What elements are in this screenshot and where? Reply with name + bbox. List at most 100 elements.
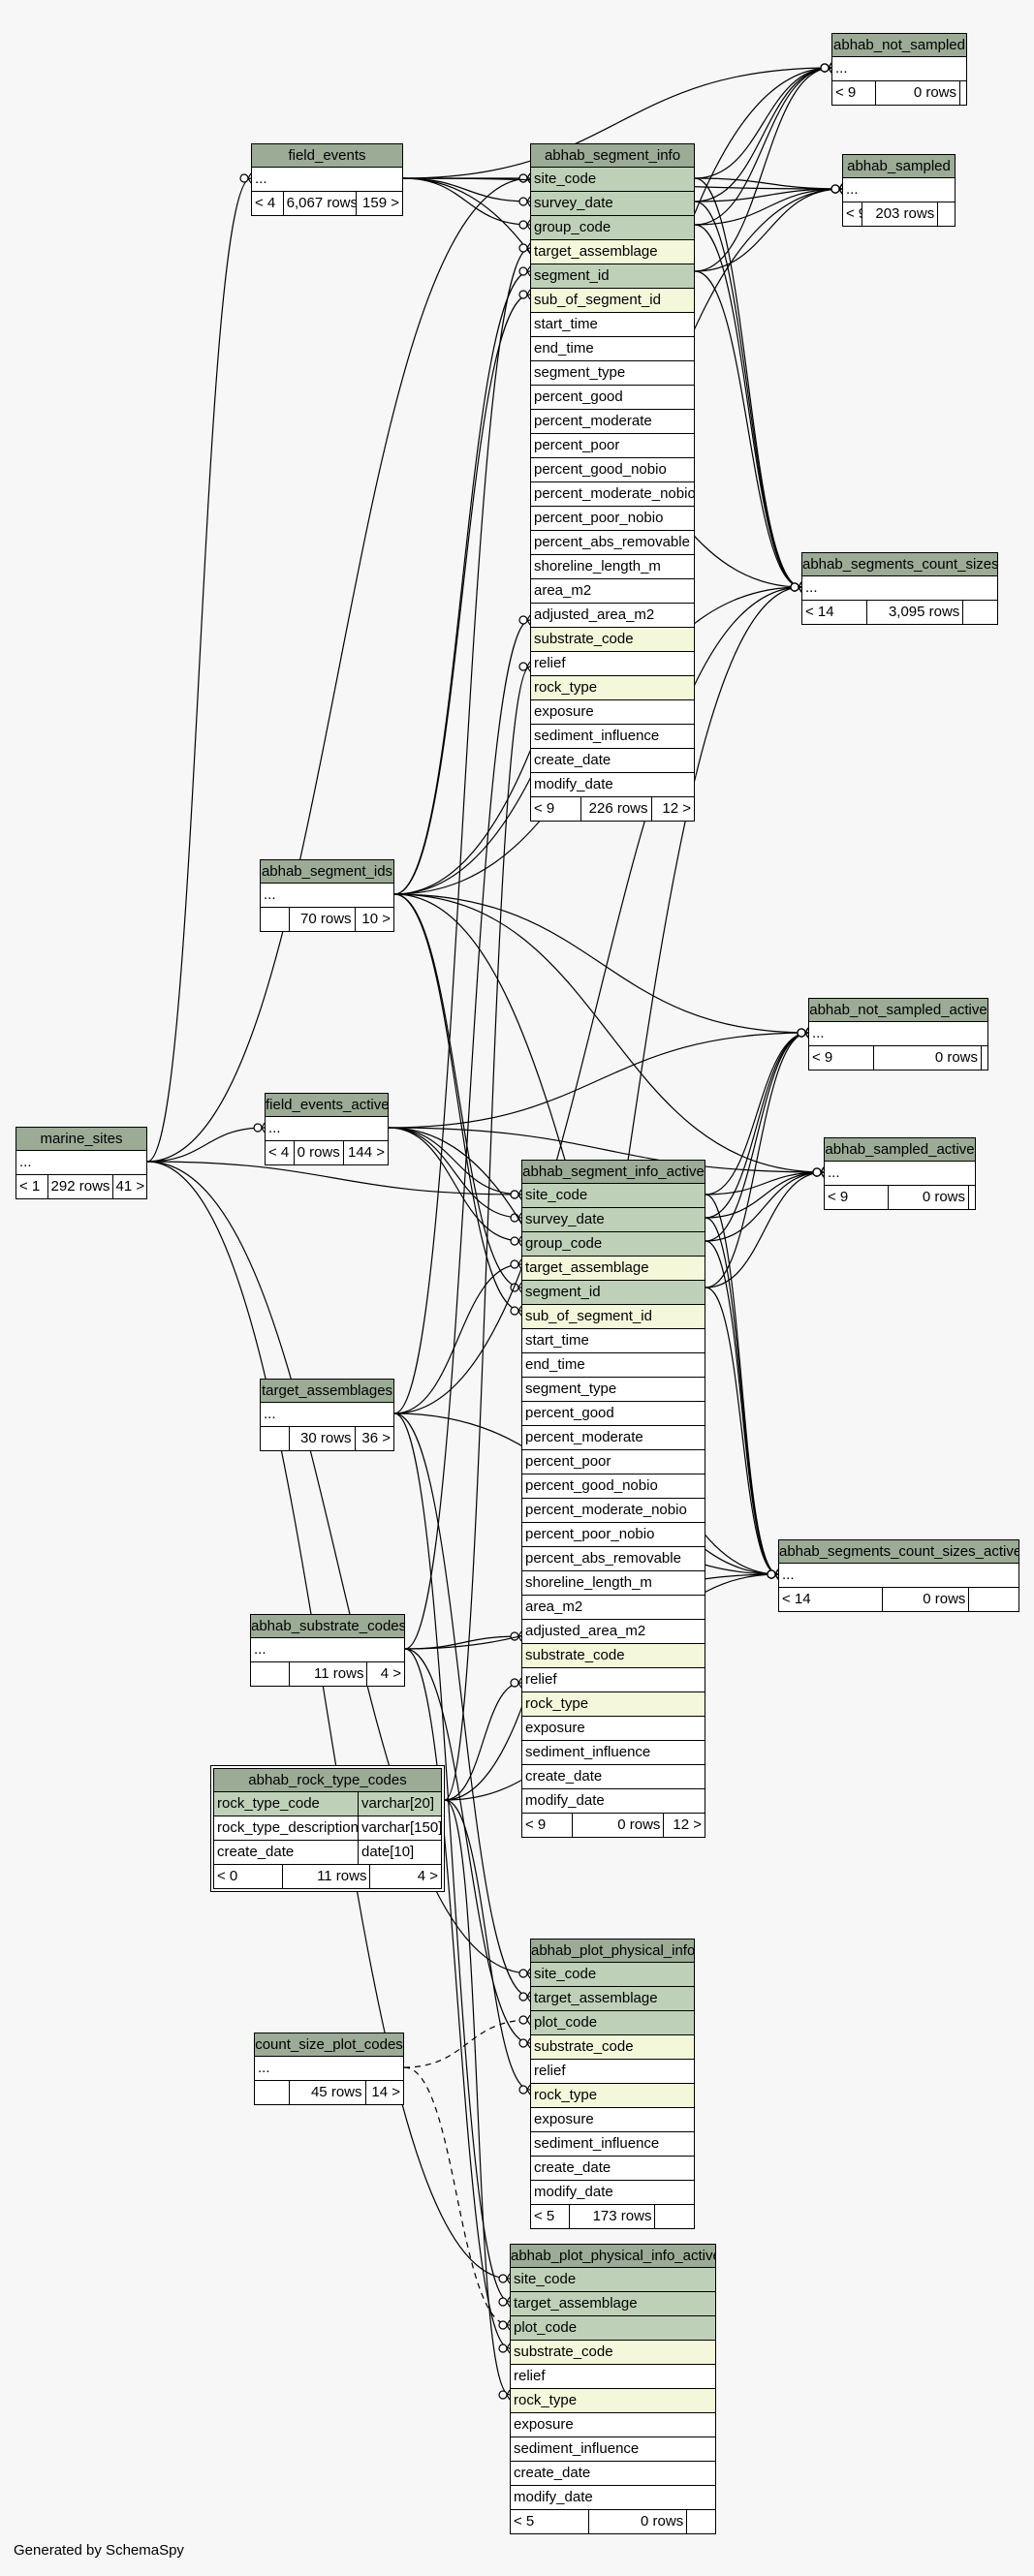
table-name[interactable]: abhab_segments_count_sizes_active <box>779 1540 1018 1564</box>
collapsed-columns[interactable]: ... <box>843 178 955 202</box>
column-row[interactable]: plot_code <box>531 2011 694 2035</box>
column-row[interactable]: create_date <box>522 1765 705 1789</box>
parents-count[interactable]: < 0 <box>214 1865 283 1888</box>
column-row[interactable]: substrate_code <box>531 2035 694 2060</box>
children-count[interactable] <box>960 81 966 105</box>
column-row[interactable]: target_assemblage <box>531 240 694 264</box>
parents-count[interactable]: < 14 <box>802 601 868 624</box>
column-row[interactable]: sediment_influence <box>531 725 694 749</box>
column-row[interactable]: sediment_influence <box>522 1741 705 1765</box>
children-count[interactable]: 4 > <box>417 1868 438 1884</box>
table-name[interactable]: abhab_segment_info_active <box>522 1161 705 1184</box>
column-row[interactable]: sub_of_segment_id <box>522 1305 705 1329</box>
column-row[interactable]: start_time <box>522 1329 705 1353</box>
collapsed-columns[interactable]: ... <box>261 1403 393 1427</box>
column-row[interactable]: rock_type <box>531 676 694 700</box>
collapsed-columns[interactable]: ... <box>266 1117 388 1141</box>
column-row[interactable]: exposure <box>531 2108 694 2132</box>
collapsed-columns[interactable]: ... <box>251 1638 404 1662</box>
column-row[interactable]: percent_poor <box>531 434 694 458</box>
column-row[interactable]: target_assemblage <box>511 2292 715 2316</box>
column-row[interactable]: percent_moderate_nobio <box>522 1499 705 1523</box>
column-row[interactable]: shoreline_length_m <box>522 1571 705 1596</box>
table-name[interactable]: abhab_sampled_active <box>825 1138 975 1162</box>
table-name[interactable]: abhab_rock_type_codes <box>214 1769 441 1792</box>
parents-count[interactable] <box>261 908 290 931</box>
column-row[interactable]: modify_date <box>531 2181 694 2205</box>
column-row[interactable]: adjusted_area_m2 <box>522 1620 705 1644</box>
children-count[interactable]: 14 > <box>371 2084 401 2100</box>
children-count[interactable]: 4 > <box>380 1665 401 1682</box>
table-name[interactable]: abhab_not_sampled <box>832 34 966 57</box>
parents-count[interactable]: < 4 <box>252 192 284 215</box>
table-name[interactable]: abhab_not_sampled_active <box>809 999 987 1022</box>
children-count[interactable] <box>938 202 955 226</box>
table-name[interactable]: field_events_active <box>266 1094 388 1117</box>
column-row[interactable]: relief <box>522 1668 705 1692</box>
column-row[interactable]: exposure <box>531 700 694 725</box>
children-count[interactable] <box>655 2205 694 2228</box>
column-row[interactable]: percent_good <box>522 1402 705 1426</box>
collapsed-columns[interactable]: ... <box>809 1022 987 1046</box>
parents-count[interactable]: < 4 <box>266 1141 295 1164</box>
collapsed-columns[interactable]: ... <box>252 168 402 192</box>
collapsed-columns[interactable]: ... <box>832 57 966 81</box>
children-count[interactable]: 144 > <box>348 1144 386 1161</box>
column-row[interactable]: relief <box>531 652 694 676</box>
parents-count[interactable]: < 5 <box>531 2205 570 2228</box>
table-name[interactable]: marine_sites <box>16 1128 146 1151</box>
column-row[interactable]: shoreline_length_m <box>531 555 694 579</box>
children-count[interactable] <box>982 1046 987 1070</box>
column-row[interactable]: group_code <box>522 1232 705 1257</box>
children-count[interactable]: 36 > <box>361 1430 391 1446</box>
parents-count[interactable]: < 9 <box>843 202 862 226</box>
column-row[interactable]: percent_moderate_nobio <box>531 482 694 507</box>
table-name[interactable]: abhab_plot_physical_info_active <box>511 2245 715 2268</box>
table-abhab-segments-count-sizes-active[interactable]: abhab_segments_count_sizes_active...< 14… <box>778 1539 1019 1612</box>
table-name[interactable]: target_assemblages <box>261 1380 393 1403</box>
column-row[interactable]: area_m2 <box>522 1596 705 1620</box>
table-name[interactable]: field_events <box>252 144 402 168</box>
table-abhab-sampled[interactable]: abhab_sampled...< 9203 rows <box>842 154 956 227</box>
parents-count[interactable]: < 9 <box>825 1186 890 1209</box>
column-row[interactable]: rock_type <box>531 2084 694 2108</box>
column-row[interactable]: segment_id <box>531 264 694 289</box>
column-row[interactable]: percent_moderate <box>531 410 694 434</box>
collapsed-columns[interactable]: ... <box>779 1564 1018 1588</box>
parents-count[interactable]: < 9 <box>832 81 877 105</box>
column-row[interactable]: percent_good_nobio <box>531 458 694 482</box>
column-row[interactable]: modify_date <box>531 773 694 797</box>
collapsed-columns[interactable]: ... <box>255 2057 403 2081</box>
column-row[interactable]: percent_poor_nobio <box>522 1523 705 1547</box>
column-row[interactable]: sub_of_segment_id <box>531 289 694 313</box>
table-name[interactable]: abhab_sampled <box>843 155 955 178</box>
collapsed-columns[interactable]: ... <box>802 576 997 601</box>
column-row[interactable]: site_code <box>511 2268 715 2292</box>
column-row[interactable]: exposure <box>511 2413 715 2437</box>
parents-count[interactable]: < 14 <box>779 1588 884 1611</box>
parents-count[interactable] <box>261 1427 290 1450</box>
column-row[interactable]: survey_date <box>531 192 694 216</box>
column-row[interactable]: start_time <box>531 313 694 337</box>
column-row[interactable]: create_date <box>531 749 694 773</box>
column-row[interactable]: percent_good_nobio <box>522 1474 705 1499</box>
column-row[interactable]: survey_date <box>522 1208 705 1232</box>
column-row[interactable]: area_m2 <box>531 579 694 604</box>
column-row[interactable]: percent_abs_removable <box>522 1547 705 1571</box>
column-row[interactable]: segment_type <box>522 1378 705 1402</box>
column-row[interactable]: target_assemblage <box>522 1257 705 1281</box>
table-name[interactable]: count_size_plot_codes <box>255 2033 403 2057</box>
parents-count[interactable]: < 1 <box>16 1175 48 1198</box>
